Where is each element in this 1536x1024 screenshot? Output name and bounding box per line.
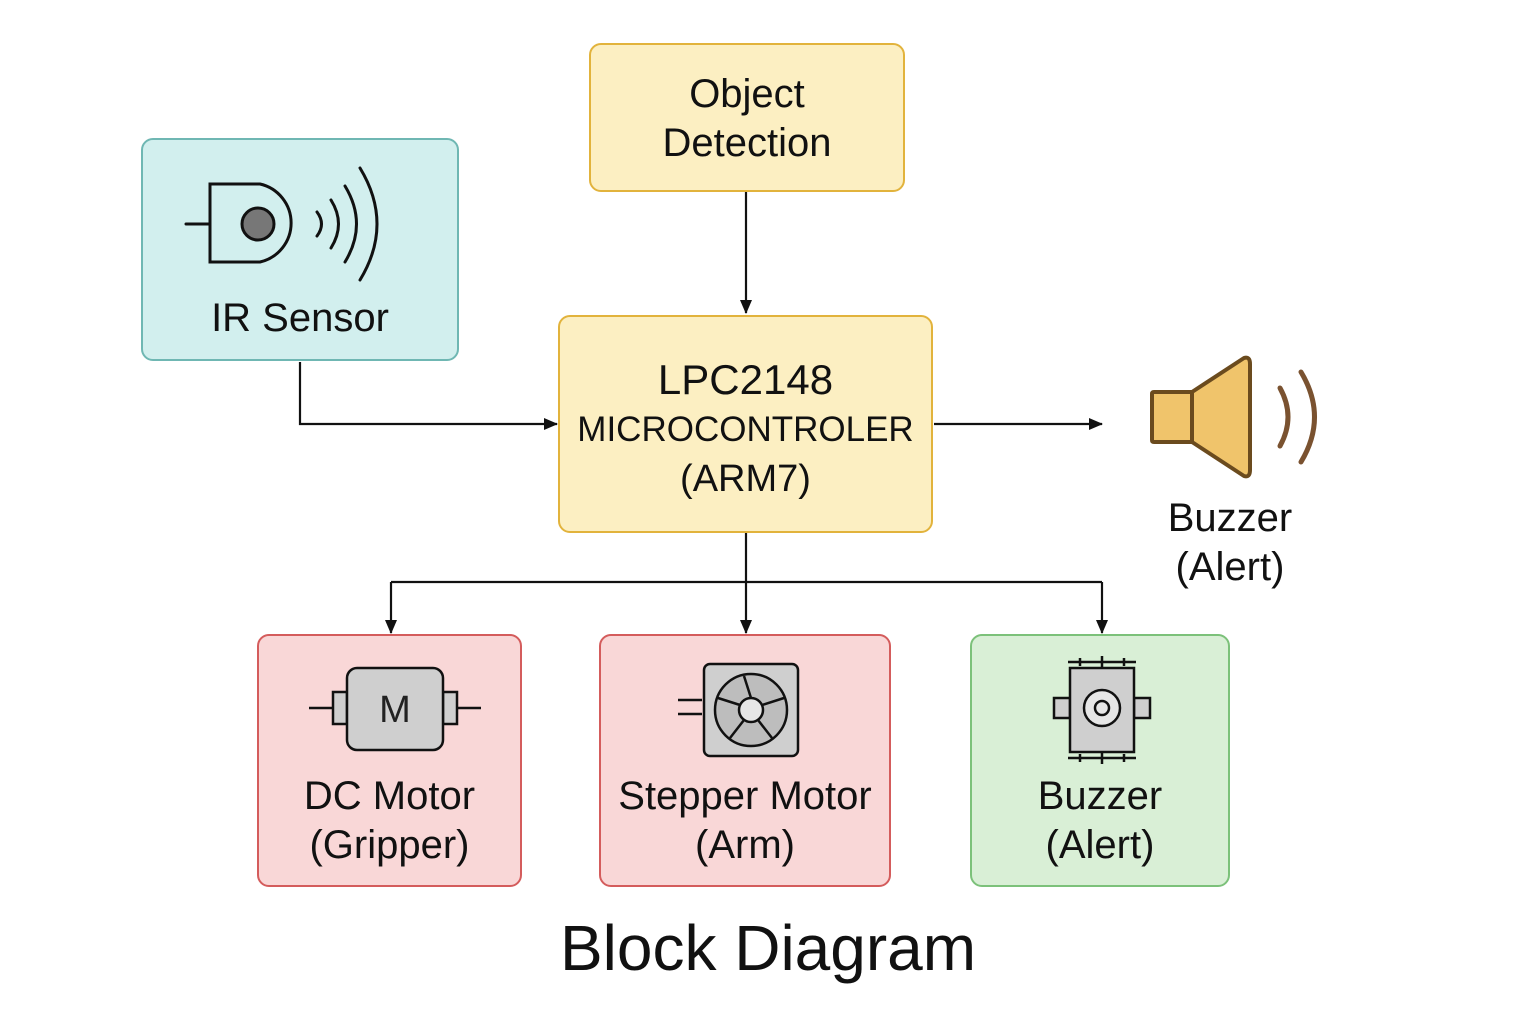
speaker-icon <box>1150 355 1317 479</box>
wire-ir-to-mcu <box>298 362 558 430</box>
microcontroller-block <box>558 315 933 533</box>
ir-sensor-block <box>141 138 459 361</box>
object-detection-label: Object Detection <box>662 72 832 165</box>
stepper-motor-label: Stepper Motor (Arm) <box>618 774 872 867</box>
diagram-title: Block Diagram <box>559 912 977 984</box>
buzzer-icon <box>1052 656 1152 764</box>
dc-motor-icon: M <box>309 666 481 752</box>
speaker-label: Buzzer (Alert) <box>1167 496 1293 589</box>
buzzer-label: Buzzer (Alert) <box>1037 774 1163 867</box>
motor-letter: M <box>379 689 411 731</box>
ir-sensor-label: IR Sensor <box>211 296 389 340</box>
stepper-motor-icon <box>678 662 800 758</box>
object-detection-block <box>589 43 905 192</box>
microcontroller-label: LPC2148 MICROCONTROLER (ARM7) <box>577 356 914 500</box>
ir-sensor-icon <box>184 166 379 282</box>
dc-motor-label: DC Motor (Gripper) <box>303 774 476 867</box>
